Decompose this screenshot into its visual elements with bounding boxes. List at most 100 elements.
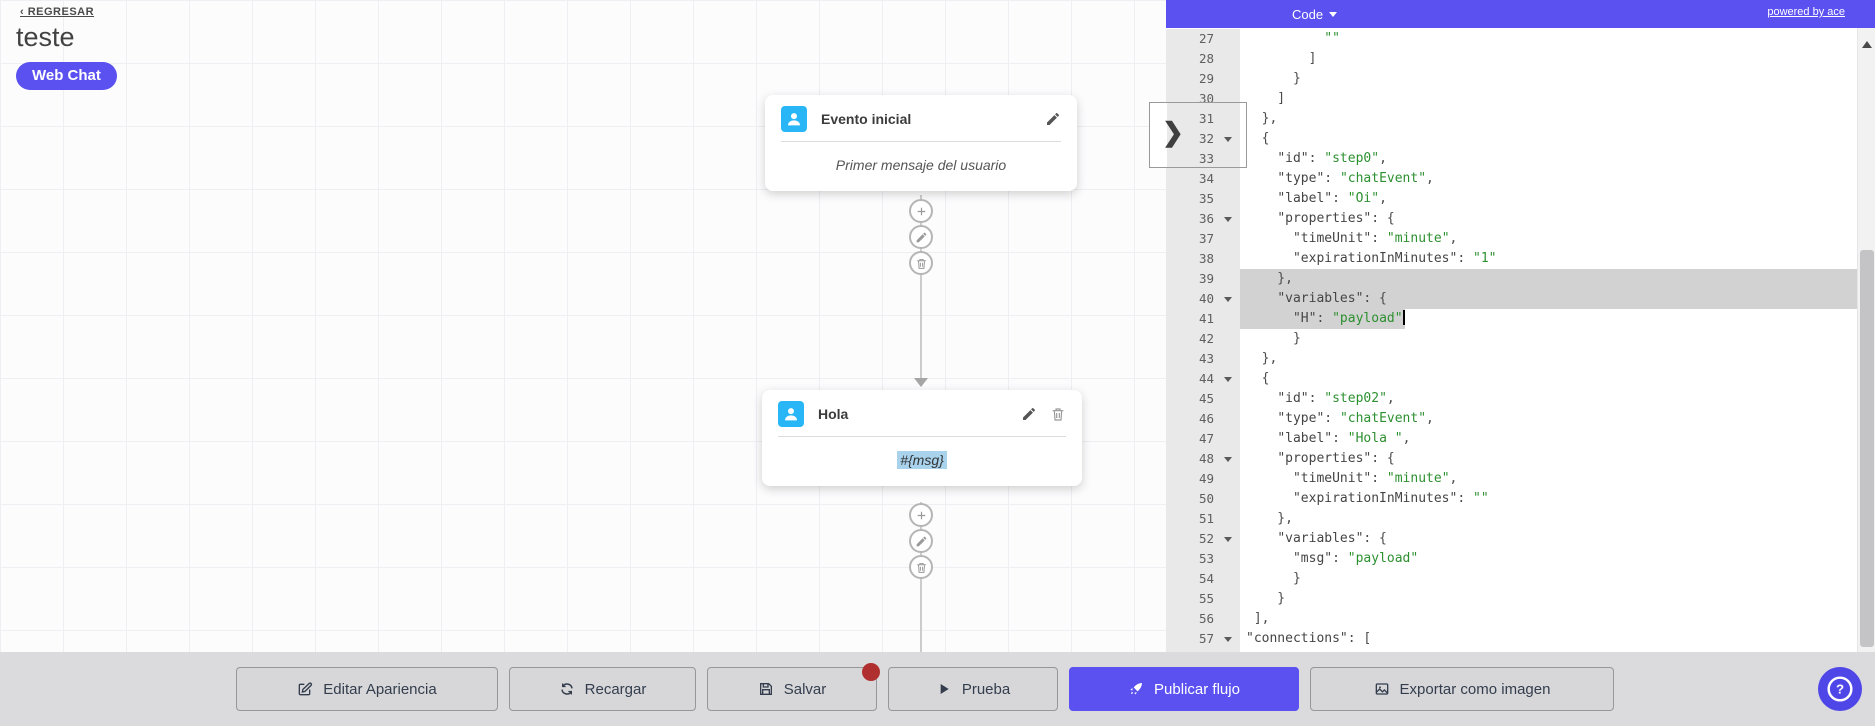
add-step-button[interactable] [909,199,933,223]
help-button[interactable]: ? [1818,667,1862,711]
line-number[interactable]: 53 [1166,549,1240,569]
edit-appearance-button[interactable]: Editar Apariencia [236,667,498,711]
code-line[interactable]: 40 "variables": { [1166,289,1857,309]
editor-header: Code powered by ace [1166,0,1875,28]
fold-arrow-icon[interactable] [1224,637,1232,646]
line-number[interactable]: 28 [1166,49,1240,69]
edit-square-icon [298,682,313,696]
edit-connection-button[interactable] [909,529,933,553]
code-line[interactable]: 43 }, [1166,349,1857,369]
line-number[interactable]: 42 [1166,329,1240,349]
code-line[interactable]: 41 "H": "payload" [1166,309,1857,329]
line-number[interactable]: 39 [1166,269,1240,289]
line-number[interactable]: 50 [1166,489,1240,509]
code-line[interactable]: 27 "" [1166,29,1857,49]
line-number[interactable]: 48 [1166,449,1240,469]
question-mark-icon: ? [1827,676,1853,702]
line-number[interactable]: 40 [1166,289,1240,309]
line-number[interactable]: 55 [1166,589,1240,609]
edit-node-icon[interactable] [1045,111,1061,127]
code-line[interactable]: 28 ] [1166,49,1857,69]
fold-arrow-icon[interactable] [1224,537,1232,546]
code-line[interactable]: 53 "msg": "payload" [1166,549,1857,569]
code-line[interactable]: 34 "type": "chatEvent", [1166,169,1857,189]
test-button[interactable]: Prueba [888,667,1058,711]
powered-by-ace-link[interactable]: powered by ace [1767,6,1845,18]
export-image-button[interactable]: Exportar como imagen [1310,667,1614,711]
line-number[interactable]: 32 [1166,129,1240,149]
code-line[interactable]: 55 } [1166,589,1857,609]
code-line[interactable]: 31 }, [1166,109,1857,129]
code-line[interactable]: 30 ] [1166,89,1857,109]
reload-button[interactable]: Recargar [509,667,696,711]
fold-arrow-icon[interactable] [1224,457,1232,466]
code-line[interactable]: 51 }, [1166,509,1857,529]
line-number[interactable]: 46 [1166,409,1240,429]
delete-connection-button[interactable] [909,555,933,579]
flow-node-hola[interactable]: Hola #{msg} [762,390,1082,486]
code-line[interactable]: 39 }, [1166,269,1857,289]
line-number[interactable]: 58 [1166,649,1240,652]
code-line[interactable]: 33 "id": "step0", [1166,149,1857,169]
edit-node-icon[interactable] [1021,406,1037,422]
line-number[interactable]: 45 [1166,389,1240,409]
code-line[interactable]: 42 } [1166,329,1857,349]
code-line[interactable]: 45 "id": "step02", [1166,389,1857,409]
fold-arrow-icon[interactable] [1224,137,1232,146]
line-number[interactable]: 31 [1166,109,1240,129]
line-number[interactable]: 54 [1166,569,1240,589]
code-line[interactable]: 48 "properties": { [1166,449,1857,469]
fold-arrow-icon[interactable] [1224,377,1232,386]
fold-arrow-icon[interactable] [1224,217,1232,226]
refresh-icon [560,683,573,695]
fold-arrow-icon[interactable] [1224,297,1232,306]
add-step-button[interactable] [909,503,933,527]
code-line[interactable]: 58 { [1166,649,1857,652]
line-number[interactable]: 36 [1166,209,1240,229]
line-number[interactable]: 35 [1166,189,1240,209]
code-line[interactable]: 38 "expirationInMinutes": "1" [1166,249,1857,269]
scrollbar-thumb[interactable] [1860,250,1874,647]
line-number[interactable]: 37 [1166,229,1240,249]
back-link[interactable]: ‹ REGRESAR [20,6,95,18]
line-number[interactable]: 44 [1166,369,1240,389]
delete-node-icon[interactable] [1050,406,1066,422]
line-number[interactable]: 27 [1166,29,1240,49]
code-line[interactable]: 47 "label": "Hola ", [1166,429,1857,449]
delete-connection-button[interactable] [909,251,933,275]
line-number[interactable]: 49 [1166,469,1240,489]
line-number[interactable]: 56 [1166,609,1240,629]
code-line[interactable]: 54 } [1166,569,1857,589]
code-line[interactable]: 56 ], [1166,609,1857,629]
edit-connection-button[interactable] [909,225,933,249]
code-lines[interactable]: 27 ""28 ]29 }30 ]31 },32 {33 "id": "step… [1166,28,1857,652]
code-line[interactable]: 35 "label": "Oi", [1166,189,1857,209]
code-mode-dropdown[interactable]: Code [1292,7,1338,22]
code-line[interactable]: 49 "timeUnit": "minute", [1166,469,1857,489]
publish-flow-button[interactable]: Publicar flujo [1069,667,1299,711]
line-number[interactable]: 51 [1166,509,1240,529]
code-line[interactable]: 57"connections": [ [1166,629,1857,649]
code-line[interactable]: 36 "properties": { [1166,209,1857,229]
code-line[interactable]: 46 "type": "chatEvent", [1166,409,1857,429]
save-button[interactable]: Salvar [707,667,877,711]
code-line[interactable]: 52 "variables": { [1166,529,1857,549]
code-line[interactable]: 37 "timeUnit": "minute", [1166,229,1857,249]
code-line[interactable]: 44 { [1166,369,1857,389]
line-number[interactable]: 33 [1166,149,1240,169]
line-number[interactable]: 52 [1166,529,1240,549]
line-number[interactable]: 57 [1166,629,1240,649]
line-number[interactable]: 34 [1166,169,1240,189]
collapse-editor-handle[interactable]: ❯ [1149,102,1247,168]
line-number[interactable]: 41 [1166,309,1240,329]
code-line[interactable]: 29 } [1166,69,1857,89]
code-line[interactable]: 32 { [1166,129,1857,149]
line-number[interactable]: 43 [1166,349,1240,369]
line-number[interactable]: 38 [1166,249,1240,269]
editor-scrollbar[interactable] [1857,28,1875,652]
code-line[interactable]: 50 "expirationInMinutes": "" [1166,489,1857,509]
line-number[interactable]: 29 [1166,69,1240,89]
line-number[interactable]: 47 [1166,429,1240,449]
scroll-up-icon[interactable] [1862,36,1872,48]
flow-node-evento-inicial[interactable]: Evento inicial Primer mensaje del usuari… [765,95,1077,191]
